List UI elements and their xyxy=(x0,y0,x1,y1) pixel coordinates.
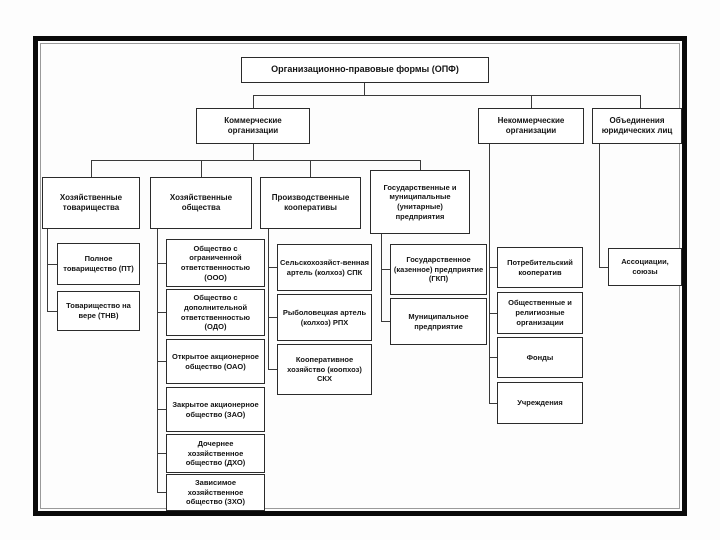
node-consumer-cooperative: Потребительский кооператив xyxy=(497,247,583,288)
node-commercial-organizations: Коммерческие организации xyxy=(196,108,310,144)
connector-line xyxy=(268,369,277,370)
node-dho: Дочернее хозяйственное общество (ДХО) xyxy=(166,434,265,473)
connector-line xyxy=(381,269,390,270)
connector-line xyxy=(489,267,497,268)
node-fishing-artel: Рыболовецкая артель (колхоз) РПХ xyxy=(277,294,372,341)
connector-line xyxy=(157,312,166,313)
connector-line xyxy=(157,263,166,264)
node-root: Организационно-правовые формы (ОПФ) xyxy=(241,57,489,83)
connector-line xyxy=(268,267,277,268)
node-state-enterprise: Государственное (казенное) предприятие (… xyxy=(390,244,487,295)
node-institutions: Учреждения xyxy=(497,382,583,424)
node-noncommercial-organizations: Некоммерческие организации xyxy=(478,108,584,144)
connector-line xyxy=(157,361,166,362)
connector-line xyxy=(599,267,608,268)
connector-line xyxy=(47,264,57,265)
connector-line xyxy=(531,95,532,108)
connector-line xyxy=(253,95,640,96)
node-legal-entity-unions: Объединения юридических лиц xyxy=(592,108,682,144)
connector-line xyxy=(489,357,497,358)
connector-line xyxy=(599,144,600,267)
node-odo: Общество с дополнительной ответственност… xyxy=(166,289,265,336)
connector-line xyxy=(253,95,254,108)
connector-line xyxy=(268,317,277,318)
connector-line xyxy=(364,83,365,95)
node-full-partnership: Полное товарищество (ПТ) xyxy=(57,243,140,285)
connector-line xyxy=(91,160,92,177)
connector-line xyxy=(157,229,158,492)
node-production-cooperatives: Производственные кооперативы xyxy=(260,177,361,229)
node-municipal-enterprise: Муниципальное предприятие xyxy=(390,298,487,345)
outer-frame xyxy=(33,36,687,516)
connector-line xyxy=(253,144,254,160)
node-public-religious-organizations: Общественные и религиозные организации xyxy=(497,292,583,334)
node-oao: Открытое акционерное общество (ОАО) xyxy=(166,339,265,384)
connector-line xyxy=(157,492,166,493)
connector-line xyxy=(640,95,641,108)
node-state-municipal-enterprises: Государственные и муниципальные (унитарн… xyxy=(370,170,470,234)
node-associations-unions: Ассоциации, союзы xyxy=(608,248,682,286)
node-business-partnerships: Хозяйственные товарищества xyxy=(42,177,140,229)
node-ooo: Общество с ограниченной ответственностью… xyxy=(166,239,265,287)
node-agricultural-artel: Сельскохозяйст-венная артель (колхоз) СП… xyxy=(277,244,372,291)
node-zho: Зависимое хозяйственное общество (ЗХО) xyxy=(166,474,265,511)
connector-line xyxy=(489,144,490,403)
connector-line xyxy=(489,313,497,314)
connector-line xyxy=(47,311,57,312)
connector-line xyxy=(489,403,497,404)
connector-line xyxy=(420,160,421,170)
node-limited-partnership: Товарищество на вере (ТНВ) xyxy=(57,291,140,331)
connector-line xyxy=(310,160,311,177)
connector-line xyxy=(381,321,390,322)
connector-line xyxy=(201,160,202,177)
connector-line xyxy=(268,229,269,369)
node-business-companies: Хозяйственные общества xyxy=(150,177,252,229)
connector-line xyxy=(91,160,420,161)
connector-line xyxy=(157,453,166,454)
node-zao: Закрытое акционерное общество (ЗАО) xyxy=(166,387,265,432)
connector-line xyxy=(157,409,166,410)
connector-line xyxy=(47,229,48,311)
node-funds: Фонды xyxy=(497,337,583,378)
connector-line xyxy=(381,234,382,321)
node-cooperative-farm: Кооперативное хозяйство (коопхоз) СКХ xyxy=(277,344,372,395)
